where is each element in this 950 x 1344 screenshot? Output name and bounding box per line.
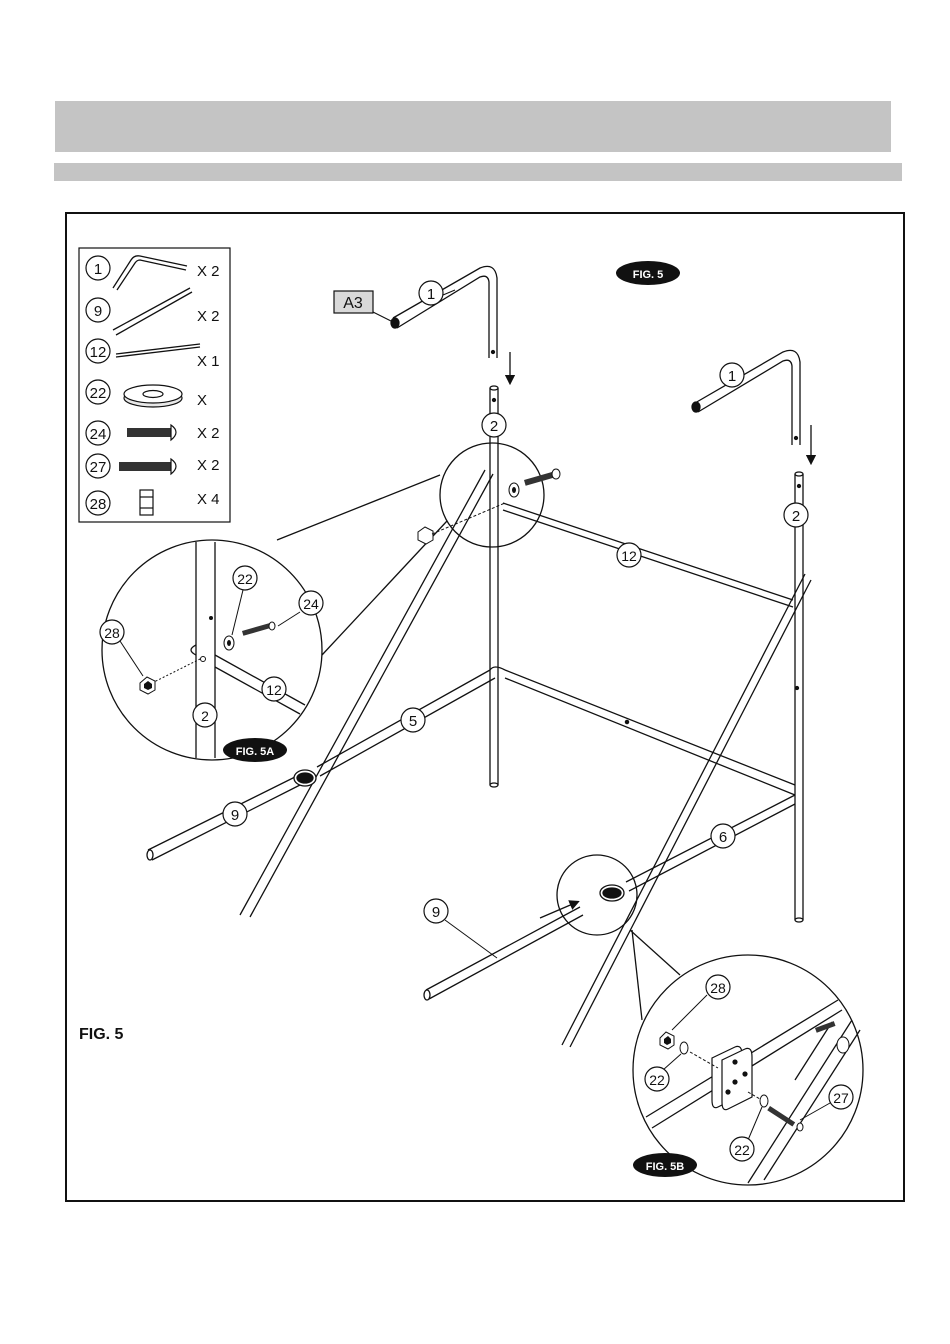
bar-side	[505, 670, 795, 795]
svg-text:22: 22	[237, 571, 253, 587]
part-number: 1	[94, 261, 102, 278]
part-number: 27	[90, 459, 107, 476]
tag-a3: A3	[334, 291, 393, 322]
part-qty: X 2	[197, 308, 220, 325]
svg-text:9: 9	[231, 807, 239, 824]
arrow-insert	[540, 903, 575, 918]
callout-9-left: 9	[223, 802, 247, 826]
part-number: 22	[90, 385, 107, 402]
svg-text:5: 5	[409, 713, 417, 730]
part-number: 28	[90, 496, 107, 513]
figure-caption: FIG. 5	[79, 1026, 124, 1043]
svg-text:24: 24	[303, 596, 319, 612]
post-rear	[490, 386, 498, 787]
callout-6: 6	[711, 824, 735, 848]
svg-text:12: 12	[621, 548, 637, 564]
rod-12	[503, 503, 793, 607]
svg-text:FIG. 5A: FIG. 5A	[236, 746, 275, 758]
bent-tube-left	[391, 266, 497, 358]
callout-2-left: 2	[482, 413, 506, 437]
svg-text:1: 1	[728, 368, 736, 385]
parts-list: 1 X 2 9 X 2 12 X 1	[79, 248, 230, 522]
callout-12: 12	[617, 543, 641, 567]
bar-6	[626, 795, 795, 891]
fig5-badge: FIG. 5	[616, 261, 680, 285]
svg-text:27: 27	[833, 1090, 849, 1106]
washer-icon	[124, 385, 182, 407]
callout-1-left: 1	[419, 281, 455, 305]
part-qty: X	[197, 392, 207, 409]
fig5b-badge: FIG. 5B	[633, 1153, 697, 1177]
part-qty: X 2	[197, 457, 220, 474]
svg-text:A3: A3	[343, 295, 363, 312]
callout-5a-2: 2	[193, 703, 217, 727]
detail-5a-ring	[440, 443, 544, 547]
part-number: 9	[94, 303, 102, 320]
svg-text:2: 2	[201, 708, 209, 724]
svg-text:FIG. 5B: FIG. 5B	[646, 1161, 685, 1173]
detail-5b-ring	[557, 855, 637, 935]
detail-5b: 28 22 22 27 FIG. 5B	[633, 955, 863, 1185]
svg-text:1: 1	[427, 286, 435, 303]
svg-text:22: 22	[649, 1072, 665, 1088]
part-qty: X 2	[197, 425, 220, 442]
part-qty: X 1	[197, 353, 220, 370]
svg-text:2: 2	[792, 508, 800, 525]
detail-5a: 22 24 28 12 2 FIG. 5A	[100, 540, 323, 762]
part-number: 24	[90, 426, 107, 443]
post-right	[795, 472, 803, 922]
callout-1-right: 1	[720, 363, 744, 387]
bent-tube-right	[692, 350, 800, 445]
svg-text:12: 12	[266, 682, 282, 698]
callout-5a-12: 12	[262, 677, 286, 701]
svg-text:22: 22	[734, 1142, 750, 1158]
fig5a-badge: FIG. 5A	[223, 738, 287, 762]
bar-9-front	[424, 907, 583, 1000]
part-qty: X 2	[197, 263, 220, 280]
svg-text:28: 28	[104, 625, 120, 641]
bracket-plates-5b	[712, 1046, 752, 1109]
nut-icon	[140, 490, 153, 515]
svg-text:2: 2	[490, 418, 498, 435]
callout-9-front: 9	[424, 899, 497, 958]
part-number: 12	[90, 344, 107, 361]
svg-text:FIG. 5: FIG. 5	[633, 269, 664, 281]
bracket-plate-front	[600, 885, 624, 901]
svg-text:9: 9	[432, 904, 440, 921]
callout-2-right: 2	[784, 503, 808, 527]
part-qty: X 4	[197, 491, 220, 508]
svg-text:6: 6	[719, 829, 727, 846]
callout-5: 5	[401, 708, 425, 732]
svg-text:28: 28	[710, 980, 726, 996]
bracket-plate-left	[294, 770, 316, 786]
